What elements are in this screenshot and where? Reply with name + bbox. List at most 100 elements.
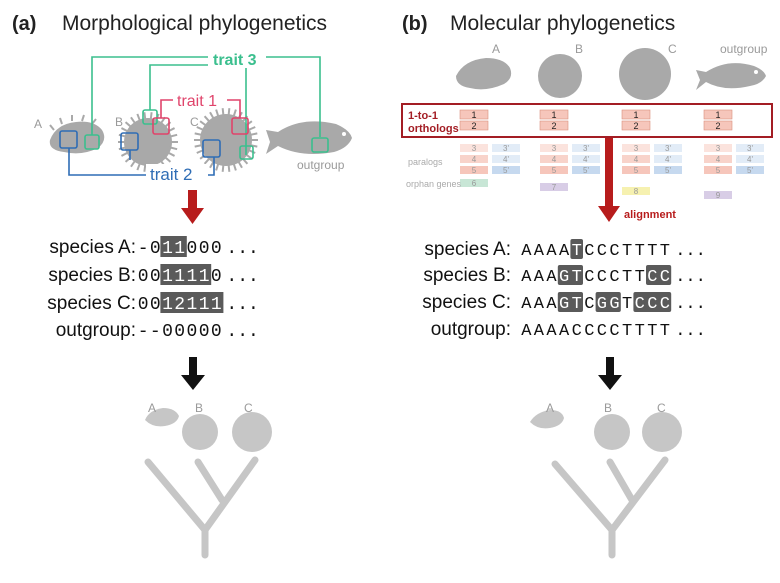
alignment-base: A bbox=[534, 322, 545, 341]
paralog-gene-box bbox=[654, 166, 682, 174]
paralog-gene-box bbox=[540, 166, 568, 174]
alignment-base: A bbox=[546, 295, 557, 314]
alignment-ellipsis: ... bbox=[675, 322, 706, 341]
ortholog-gene-number: 1 bbox=[633, 110, 638, 120]
paralog-gene-number: 3 bbox=[716, 144, 721, 153]
matrix-cell: 0 bbox=[211, 267, 222, 287]
alignment-base: T bbox=[647, 242, 657, 261]
paralog-gene-box bbox=[460, 166, 488, 174]
alignment-base: C bbox=[647, 295, 657, 314]
panel-a-title: Morphological phylogenetics bbox=[62, 12, 327, 35]
orphan-gene-number: 6 bbox=[472, 179, 477, 188]
paralog-gene-number: 4 bbox=[716, 155, 721, 164]
matrix-cell: 2 bbox=[174, 295, 185, 315]
matrix-cell: 0 bbox=[138, 267, 149, 287]
alignment-base: G bbox=[559, 295, 569, 314]
phylogenetic-tree-a: A B C bbox=[144, 401, 272, 559]
tree-a-label-b: B bbox=[195, 401, 203, 415]
matrix-highlight bbox=[160, 236, 187, 257]
alignment-base: A bbox=[559, 322, 570, 341]
alignment-highlight bbox=[557, 292, 583, 312]
orphan-gene-box bbox=[622, 187, 650, 195]
matrix-row-label: species C: bbox=[47, 293, 136, 314]
alignment-base: C bbox=[609, 242, 619, 261]
panel-a-label: (a) bbox=[12, 13, 36, 35]
ortholog-gene-number: 2 bbox=[715, 121, 720, 131]
species-c-organism-b bbox=[619, 48, 671, 100]
alignment-base: C bbox=[584, 242, 594, 261]
outgroup-label-b: outgroup bbox=[720, 42, 768, 56]
alignment-row-label: species C: bbox=[422, 292, 511, 313]
alignment-base: T bbox=[622, 242, 632, 261]
alignment-highlight bbox=[595, 292, 621, 312]
alignment-base: G bbox=[559, 268, 569, 287]
alignment-base: T bbox=[572, 295, 582, 314]
matrix-ellipsis: ... bbox=[226, 267, 258, 287]
matrix-cell: 0 bbox=[162, 322, 173, 342]
paralog-gene-number: 4' bbox=[503, 155, 509, 164]
matrix-cell: 1 bbox=[186, 267, 197, 287]
matrix-cell: 1 bbox=[162, 239, 173, 259]
outgroup-fish-b bbox=[696, 63, 766, 90]
matrix-cell: 1 bbox=[174, 239, 185, 259]
paralog-gene-number: 4 bbox=[634, 155, 639, 164]
alignment-base: C bbox=[584, 268, 594, 287]
panel-b: (b) Molecular phylogenetics A B C outgro… bbox=[401, 12, 773, 559]
tree-b-label-b: B bbox=[604, 401, 612, 415]
paralog-gene-box bbox=[622, 166, 650, 174]
alignment-highlight bbox=[557, 265, 583, 285]
alignment-base: T bbox=[622, 322, 632, 341]
paralog-gene-number: 4' bbox=[665, 155, 671, 164]
outgroup-label-a: outgroup bbox=[297, 158, 345, 172]
alignment-base: C bbox=[609, 268, 619, 287]
paralog-gene-box bbox=[622, 155, 650, 163]
down-arrow-black-a bbox=[181, 357, 205, 390]
alignment-base: T bbox=[635, 268, 645, 287]
alignment-highlight bbox=[570, 239, 583, 259]
matrix-cell: 1 bbox=[174, 267, 185, 287]
orphan-gene-box bbox=[460, 179, 488, 187]
alignment-base: T bbox=[635, 322, 645, 341]
matrix-cell: 0 bbox=[186, 322, 197, 342]
ortholog-gene-box bbox=[621, 120, 651, 131]
paralog-gene-box bbox=[460, 144, 488, 152]
species-b-col-a: A bbox=[492, 42, 500, 56]
paralogs-label: paralogs bbox=[408, 157, 443, 167]
alignment-highlight bbox=[646, 265, 672, 285]
ortholog-gene-number: 1 bbox=[551, 110, 556, 120]
orthologs-label-line2: orthologs bbox=[408, 123, 459, 135]
alignment-ellipsis: ... bbox=[675, 268, 706, 287]
orthologs-box bbox=[401, 103, 773, 138]
tree-b-label-c: C bbox=[657, 401, 666, 415]
alignment-base: A bbox=[521, 242, 532, 261]
trait-3-label: trait 3 bbox=[213, 52, 257, 69]
species-b-organism-b bbox=[538, 54, 582, 98]
paralog-gene-box bbox=[654, 155, 682, 163]
paralog-gene-number: 5' bbox=[665, 166, 671, 175]
ortholog-gene-number: 2 bbox=[633, 121, 638, 131]
alignment-base: T bbox=[635, 242, 645, 261]
ortholog-gene-box bbox=[539, 109, 569, 120]
paralog-gene-number: 4 bbox=[552, 155, 557, 164]
paralog-gene-box bbox=[540, 144, 568, 152]
paralog-gene-number: 3' bbox=[665, 144, 671, 153]
paralog-gene-number: 3 bbox=[552, 144, 557, 153]
alignment-base: A bbox=[534, 242, 545, 261]
orthologs-label-line1: 1-to-1 bbox=[408, 110, 438, 122]
paralog-gene-box bbox=[654, 144, 682, 152]
matrix-cell: 1 bbox=[162, 267, 173, 287]
paralog-gene-box bbox=[572, 144, 600, 152]
matrix-cell: - bbox=[138, 239, 149, 259]
alignment-base: T bbox=[572, 242, 582, 261]
alignment-base: T bbox=[622, 268, 632, 287]
down-arrow-black-b bbox=[598, 357, 622, 390]
matrix-cell: - bbox=[150, 322, 161, 342]
matrix-cell: 1 bbox=[186, 295, 197, 315]
matrix-row-label: outgroup: bbox=[56, 320, 136, 341]
orphan-gene-box bbox=[540, 183, 568, 191]
matrix-cell: - bbox=[138, 322, 149, 342]
alignment-base: A bbox=[521, 295, 532, 314]
ortholog-gene-box bbox=[539, 120, 569, 131]
